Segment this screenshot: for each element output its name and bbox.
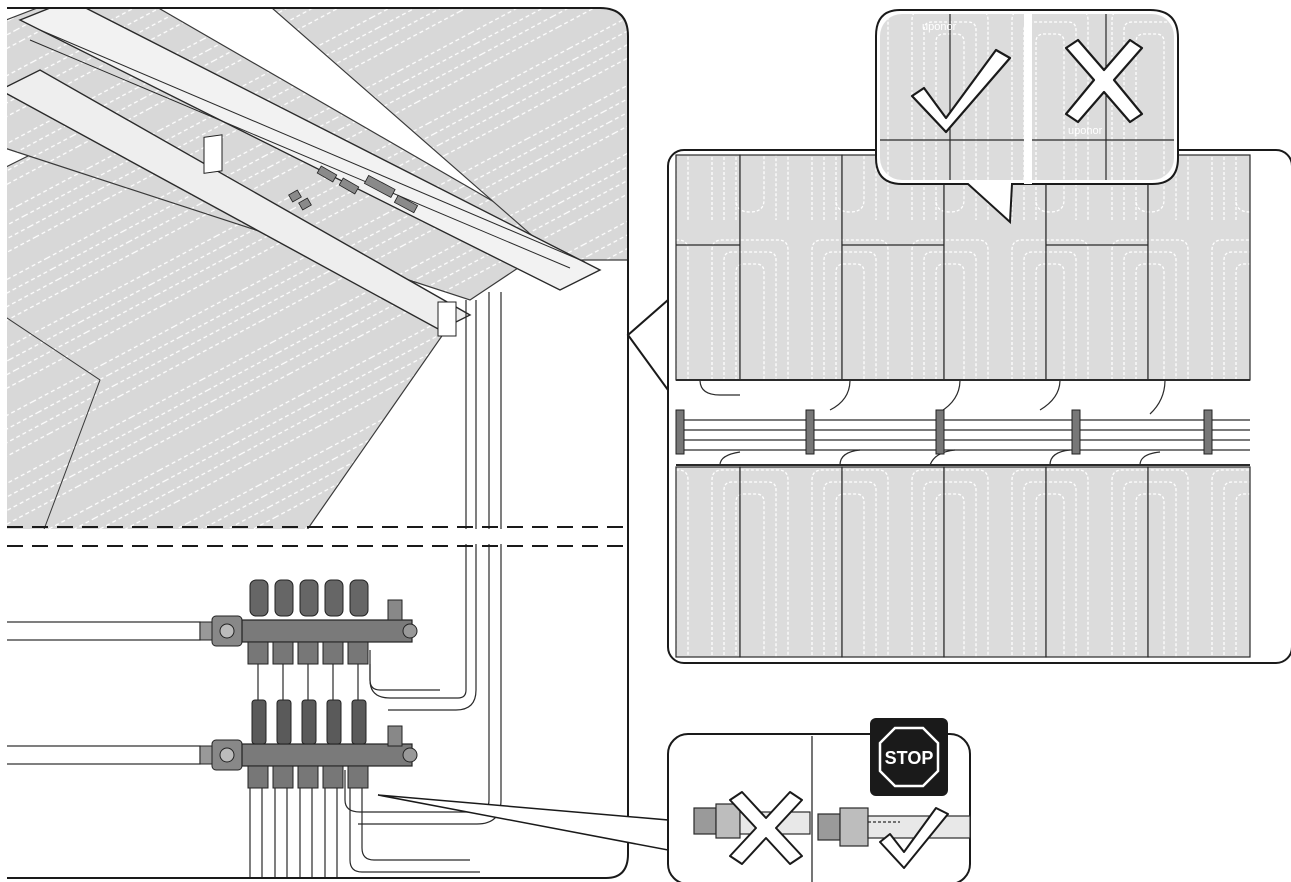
carrier-rail (7, 8, 602, 337)
joint-comparison-callout: uponor uponor (875, 9, 1179, 225)
brand-logo: uponor (922, 21, 957, 33)
checkmark-icon (910, 48, 1012, 134)
actuators-top (249, 579, 403, 621)
outlets-top (247, 641, 369, 665)
main-frame-border (7, 7, 629, 879)
distribution-rail (676, 379, 1250, 466)
stop-sign-label: STOP (885, 748, 934, 768)
fitting-callout: STOP (377, 718, 971, 882)
section-break-lines (7, 526, 628, 547)
brand-logo: uponor (1068, 125, 1103, 137)
flow-meters (251, 699, 403, 747)
outlets-bottom (247, 765, 369, 789)
ceiling-manifold-view (7, 8, 628, 878)
stop-sign-icon: STOP (870, 718, 948, 796)
main-supply-pipes (7, 621, 201, 765)
checkmark-icon (879, 807, 949, 869)
manifold-supply (199, 579, 418, 665)
manifold-tubes (249, 664, 480, 878)
cross-icon (1064, 38, 1144, 124)
manifold-return (199, 699, 418, 789)
lower-panel-row (675, 464, 1251, 658)
rail-connectors (288, 165, 419, 214)
cross-icon (729, 791, 803, 865)
fitting-correct (817, 807, 971, 847)
upper-panel-row (675, 154, 1251, 381)
panel-layout-callout (626, 149, 1291, 664)
rail-clamps (675, 409, 1213, 455)
